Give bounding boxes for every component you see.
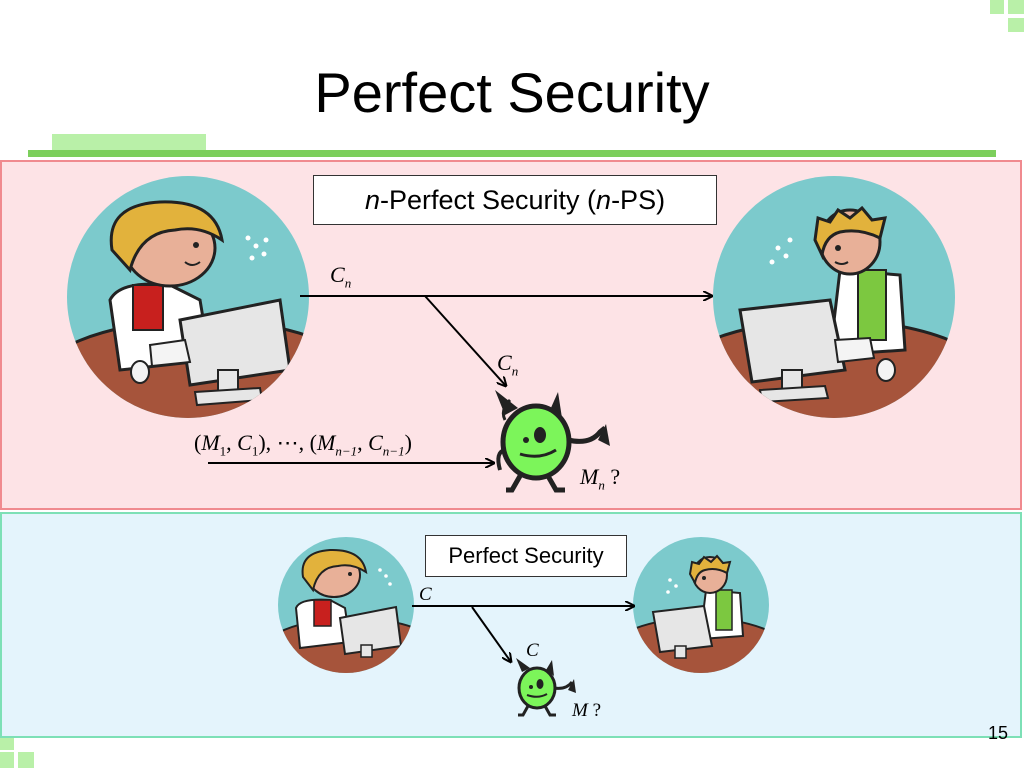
n-ps-label-n1: n (364, 185, 380, 215)
title-bar-highlight (52, 134, 206, 152)
bob-illustration-large (713, 176, 955, 418)
eve-illustration-small (516, 658, 576, 717)
corner-deco-top-right-3 (1008, 18, 1024, 32)
slide-title: Perfect Security (314, 61, 710, 124)
corner-deco-bottom-left-3 (18, 752, 34, 768)
arrow-to-eve-small (471, 606, 511, 662)
ciphertext-label-main-small: C (419, 584, 432, 605)
ps-label-box: Perfect Security (425, 535, 627, 577)
ciphertext-label-eve-small: C (526, 640, 539, 661)
n-ps-label-n2: n (596, 185, 612, 215)
title-underline (28, 150, 996, 157)
alice-illustration-large (67, 176, 309, 418)
arrow-to-eve (424, 295, 506, 386)
page-number: 15 (987, 723, 1008, 743)
history-label: (M1, C1), ⋯, (Mn−1, Cn−1) (194, 430, 412, 459)
message-question-label: Mn ? (580, 464, 621, 493)
n-ps-label-box: n-Perfect Security (n-PS) (313, 175, 717, 225)
message-question-label-small: M ? (572, 700, 602, 721)
corner-deco-top-right-2 (1008, 0, 1024, 14)
corner-deco-bottom-left-1 (0, 738, 14, 750)
ciphertext-label-main: Cn (330, 262, 352, 291)
n-ps-label-text2: -PS) (611, 185, 666, 215)
n-ps-label-text1: -Perfect Security ( (379, 185, 597, 215)
alice-illustration-small (278, 537, 414, 673)
eve-illustration-large (495, 390, 610, 493)
ciphertext-label-eve: Cn (497, 350, 519, 379)
bob-illustration-small (633, 537, 769, 673)
ps-label-text: Perfect Security (448, 543, 604, 568)
corner-deco-bottom-left-2 (0, 752, 14, 768)
corner-deco-top-right-1 (990, 0, 1004, 14)
